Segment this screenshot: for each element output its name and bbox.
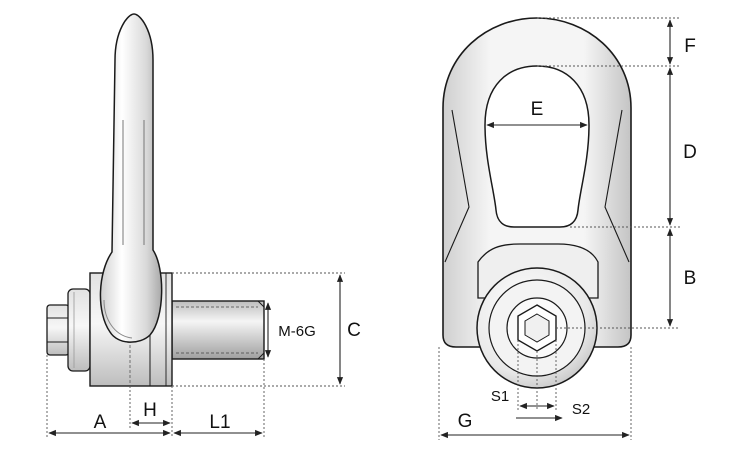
dim-label-d: D: [683, 142, 697, 163]
side-extension-lines: [46, 272, 345, 437]
front-view: E F D B G S1 S2: [438, 17, 697, 440]
thread-bolt: [171, 300, 265, 360]
hex-nut: [46, 288, 91, 372]
front-dimension-lines: [440, 19, 674, 439]
dim-label-h: H: [143, 400, 157, 421]
side-dimension-lines: [48, 274, 344, 437]
dim-label-f: F: [684, 36, 696, 57]
shank: [99, 13, 163, 343]
front-extension-lines: [438, 17, 680, 440]
dim-label-e: E: [531, 99, 544, 120]
dim-label-l1: L1: [209, 412, 230, 433]
thread-spec-label: M-6G: [278, 323, 316, 340]
side-view: A H L1 C M-6G: [46, 13, 361, 437]
dim-label-c: C: [347, 320, 361, 341]
hex-socket: [517, 304, 557, 352]
dim-label-a: A: [94, 412, 107, 433]
dim-label-s1: S1: [491, 388, 509, 405]
dim-label-s2: S2: [572, 401, 590, 418]
dim-label-b: B: [684, 268, 697, 289]
dim-label-g: G: [458, 411, 473, 432]
